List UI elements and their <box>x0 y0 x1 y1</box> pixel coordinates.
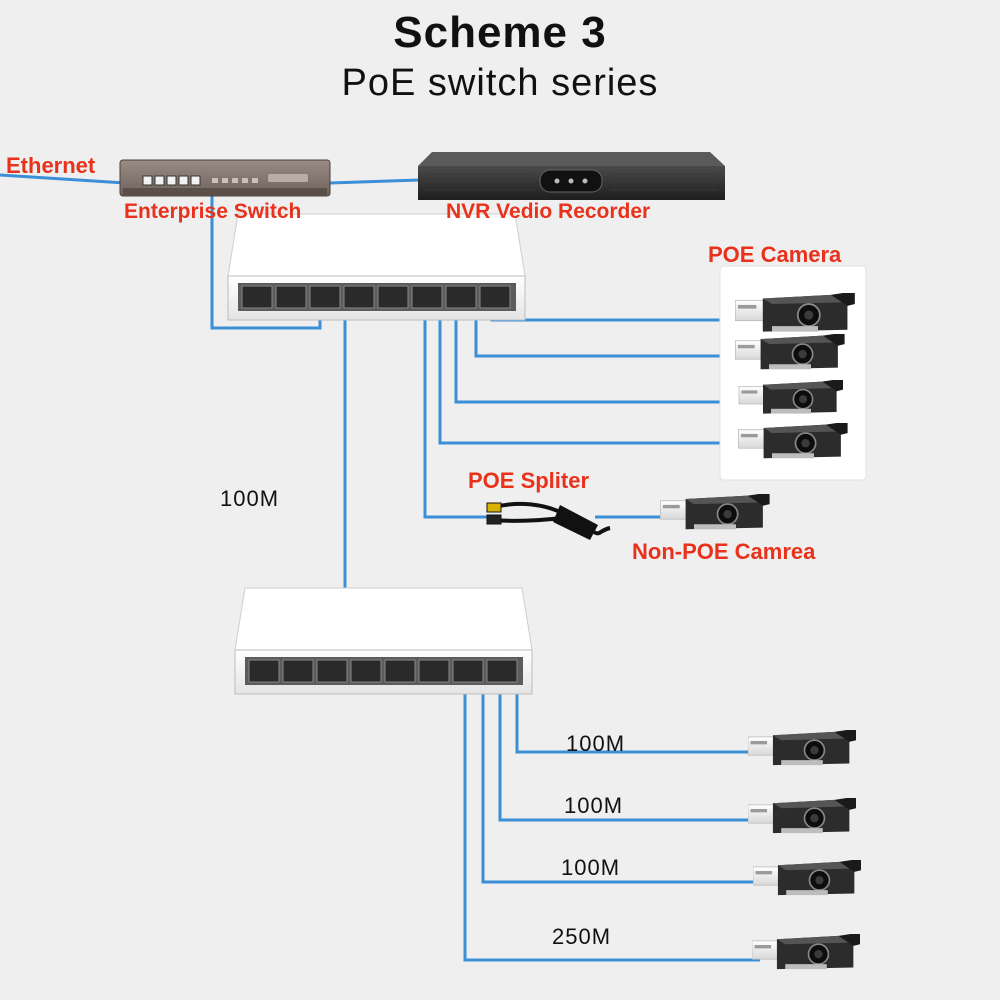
camera-100m-2 <box>748 798 856 834</box>
ethernet-label: Ethernet <box>6 153 96 178</box>
enterprise-to-nvr-cable <box>329 178 421 185</box>
camera-speed-label-4: 250M <box>552 924 612 949</box>
camera-cable-100m-c <box>481 692 760 884</box>
diagram-subtitle: PoE switch series <box>341 62 659 104</box>
poe-switch-top <box>227 213 526 321</box>
enterprise-switch-label: Enterprise Switch <box>124 200 302 223</box>
camera-cable-1 <box>490 318 735 322</box>
nvr-device <box>418 152 725 200</box>
uplink-speed-label: 100M <box>220 486 280 511</box>
camera-100m-1 <box>748 730 856 766</box>
camera-cable-4 <box>438 318 735 445</box>
poe-switch-bottom <box>234 587 533 695</box>
camera-250m <box>752 934 860 970</box>
camera-cable-100m-a <box>515 692 760 754</box>
camera-100m-3 <box>753 860 861 896</box>
camera-cable-3 <box>454 318 735 404</box>
camera-speed-label-2: 100M <box>564 793 624 818</box>
poe-splitter-label: POE Spliter <box>468 468 590 493</box>
non-poe-camera <box>660 494 770 531</box>
splitter-cable <box>423 318 490 519</box>
camera-cable-2 <box>474 318 735 358</box>
non-poe-camera-label: Non-POE Camrea <box>632 539 816 564</box>
camera-speed-label-1: 100M <box>566 731 626 756</box>
camera-cable-100m-b <box>498 692 760 822</box>
enterprise-switch-device <box>119 159 331 197</box>
poe-splitter-device <box>486 501 611 540</box>
diagram-title: Scheme 3 <box>393 8 607 57</box>
nvr-label: NVR Vedio Recorder <box>446 200 651 223</box>
poe-camera-label: POE Camera <box>708 242 842 267</box>
ethernet-cable <box>0 173 126 185</box>
camera-cable-250m <box>463 692 760 962</box>
enterprise-to-poe-switch-cable <box>210 195 322 330</box>
camera-speed-label-3: 100M <box>561 855 621 880</box>
